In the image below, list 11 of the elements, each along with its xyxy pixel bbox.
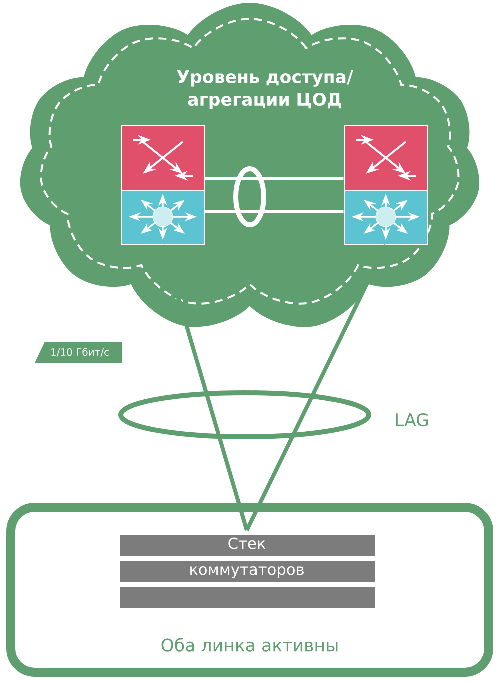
lag-label: LAG xyxy=(396,413,428,427)
cloud-title: Уровень доступа/ агрегации ЦОД xyxy=(177,70,354,110)
switch-stack: Стек коммутаторов xyxy=(120,535,375,608)
switch-drawing xyxy=(121,125,205,245)
link-line xyxy=(161,244,249,532)
switch-drawing xyxy=(344,125,428,245)
speed-tag: 1/10 Гбит/с xyxy=(35,342,122,363)
link-line xyxy=(205,178,344,180)
link-line xyxy=(205,210,344,214)
node-label: коммутаторов xyxy=(190,566,304,578)
link-line xyxy=(245,244,388,532)
